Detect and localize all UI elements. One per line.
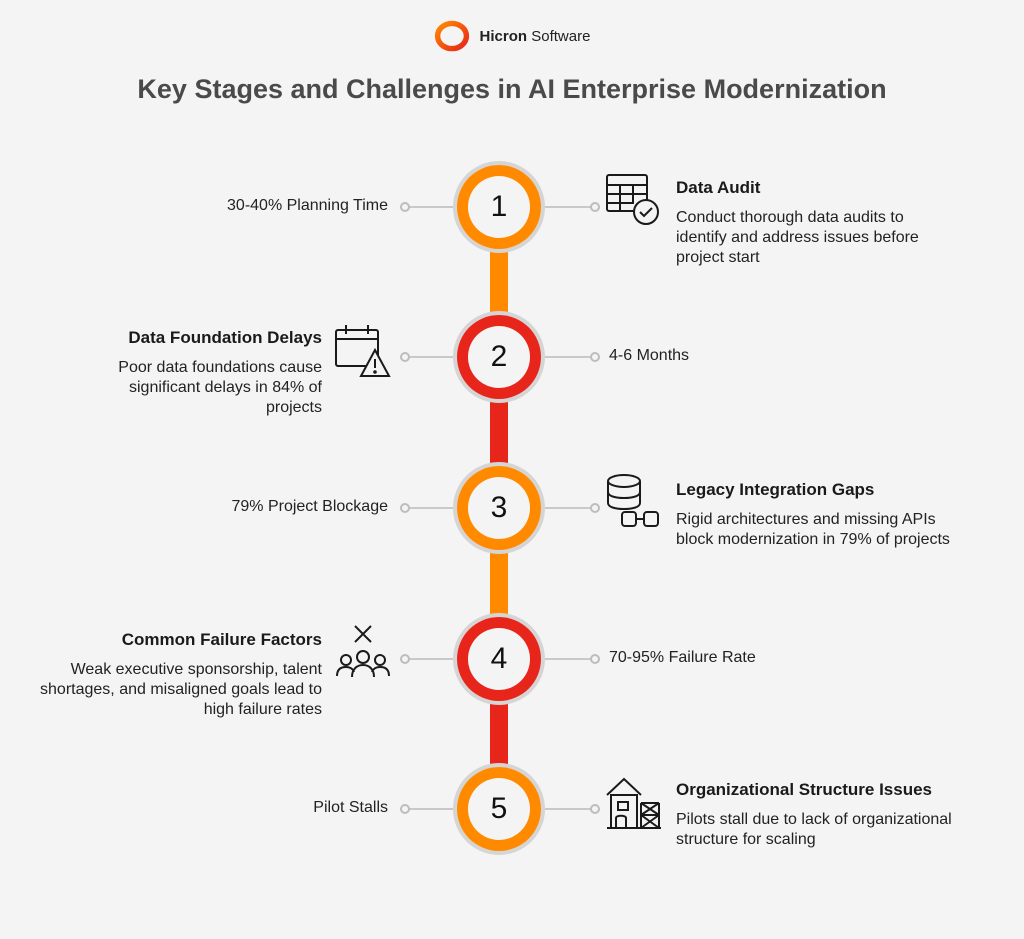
stage-node-3: 3: [453, 462, 545, 554]
stage-detail-3: Legacy Integration Gaps Rigid architectu…: [676, 480, 956, 550]
spine-segment-3: [490, 551, 508, 615]
team-failure-icon: [334, 622, 392, 680]
stage-heading: Organizational Structure Issues: [676, 780, 933, 799]
connector-dot-right-1: [590, 202, 600, 212]
connector-left-2: [406, 356, 453, 358]
connector-dot-left-5: [400, 804, 410, 814]
stage-heading: Data Audit: [676, 178, 761, 197]
stage-node-2: 2: [453, 311, 545, 403]
stage-number: 3: [468, 477, 530, 539]
connector-dot-left-3: [400, 503, 410, 513]
connector-dot-left-2: [400, 352, 410, 362]
connector-left-5: [406, 808, 453, 810]
stage-description: Rigid architectures and missing APIs blo…: [676, 511, 950, 548]
stage-number: 2: [468, 326, 530, 388]
connector-right-5: [545, 808, 592, 810]
connector-dot-left-1: [400, 202, 410, 212]
stage-number: 1: [468, 176, 530, 238]
page-title: Key Stages and Challenges in AI Enterpri…: [137, 74, 887, 104]
spine-segment-1: [490, 250, 508, 314]
stage-node-4: 4: [453, 613, 545, 705]
connector-dot-right-3: [590, 503, 600, 513]
connector-right-3: [545, 507, 592, 509]
connector-right-4: [545, 658, 592, 660]
hicron-logo-icon: [434, 20, 469, 52]
stage-stat-1: 30-40% Planning Time: [227, 197, 388, 214]
stage-number: 4: [468, 628, 530, 690]
stage-heading: Data Foundation Delays: [128, 328, 322, 347]
stage-stat-5: Pilot Stalls: [313, 799, 388, 816]
stage-description: Poor data foundations cause significant …: [118, 359, 322, 416]
connector-right-2: [545, 356, 592, 358]
stage-detail-1: Data Audit Conduct thorough data audits …: [676, 178, 956, 268]
brand-logo: Hicron Software: [0, 18, 1024, 54]
stage-description: Conduct thorough data audits to identify…: [676, 209, 919, 266]
spine-segment-4: [490, 702, 508, 766]
stage-description: Weak executive sponsorship, talent short…: [40, 661, 322, 718]
spine-segment-2: [490, 400, 508, 464]
stage-detail-5: Organizational Structure Issues Pilots s…: [676, 780, 956, 850]
stage-stat-4: 70-95% Failure Rate: [609, 649, 756, 666]
building-scaffold-icon: [604, 773, 662, 831]
connector-left-1: [406, 206, 453, 208]
stage-stat-3: 79% Project Blockage: [231, 498, 388, 515]
connector-dot-right-5: [590, 804, 600, 814]
stage-node-5: 5: [453, 763, 545, 855]
connector-dot-right-2: [590, 352, 600, 362]
connector-left-4: [406, 658, 453, 660]
connector-dot-left-4: [400, 654, 410, 664]
connector-right-1: [545, 206, 592, 208]
stage-detail-4: Common Failure Factors Weak executive sp…: [40, 630, 322, 720]
stage-node-1: 1: [453, 161, 545, 253]
stage-description: Pilots stall due to lack of organization…: [676, 811, 952, 848]
database-link-icon: [604, 472, 662, 530]
stage-detail-2: Data Foundation Delays Poor data foundat…: [80, 328, 322, 418]
connector-left-3: [406, 507, 453, 509]
stage-heading: Common Failure Factors: [121, 630, 322, 649]
table-check-icon: [604, 170, 662, 228]
stage-stat-2: 4-6 Months: [609, 347, 690, 364]
connector-dot-right-4: [590, 654, 600, 664]
stage-number: 5: [468, 778, 530, 840]
brand-name: Hicron Software: [479, 27, 591, 45]
stage-heading: Legacy Integration Gaps: [676, 480, 875, 499]
calendar-warning-icon: [333, 322, 391, 380]
